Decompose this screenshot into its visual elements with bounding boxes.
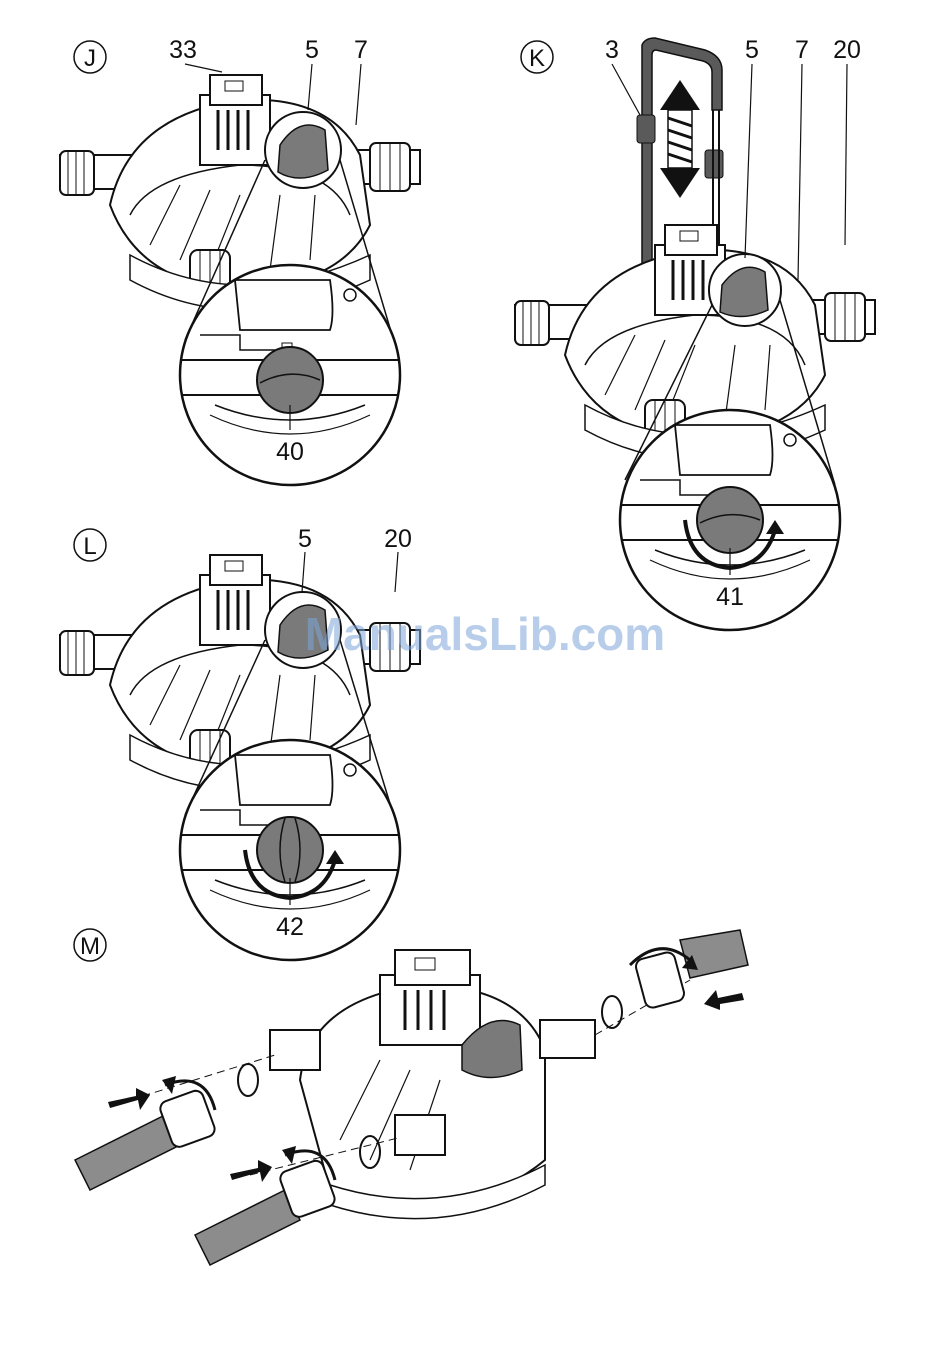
panel-k-letter: K <box>529 45 545 72</box>
callout-40: 40 <box>276 438 304 466</box>
pull-arrow-icon-lower <box>230 1160 272 1182</box>
callout-7-j: 7 <box>354 36 368 64</box>
seal-ring-right <box>602 996 622 1028</box>
panel-j: J 33 5 7 40 <box>60 36 420 485</box>
callout-5-l: 5 <box>298 525 312 553</box>
hose-right <box>630 930 748 1010</box>
knob-5-j <box>265 112 341 188</box>
panel-k: K <box>515 36 875 630</box>
watermark: ManualsLib.com <box>305 608 665 660</box>
callout-3: 3 <box>605 36 619 64</box>
callout-41: 41 <box>716 583 744 611</box>
switch-knob-42 <box>257 817 323 883</box>
panel-l-letter: L <box>83 533 96 560</box>
callout-7-k: 7 <box>795 36 809 64</box>
panel-m: M <box>74 929 748 1265</box>
knob-5-k <box>709 254 781 326</box>
callout-5-k: 5 <box>745 36 759 64</box>
panel-j-letter: J <box>84 45 96 72</box>
callout-5-j: 5 <box>305 36 319 64</box>
callout-33: 33 <box>169 36 197 64</box>
callout-20-l: 20 <box>384 525 412 553</box>
hose-lower <box>195 1146 337 1265</box>
callout-20-k: 20 <box>833 36 861 64</box>
hose-left <box>75 1076 217 1190</box>
panel-l: L 5 20 42 <box>60 525 420 960</box>
push-arrow-icon-right <box>704 990 744 1010</box>
pump-illustration-j <box>60 75 420 310</box>
seal-ring-left <box>238 1064 258 1096</box>
callout-42: 42 <box>276 913 304 941</box>
pull-arrow-icon-left <box>108 1088 150 1110</box>
move-up-down-arrow-icon <box>660 80 700 198</box>
panel-m-letter: M <box>80 933 100 960</box>
